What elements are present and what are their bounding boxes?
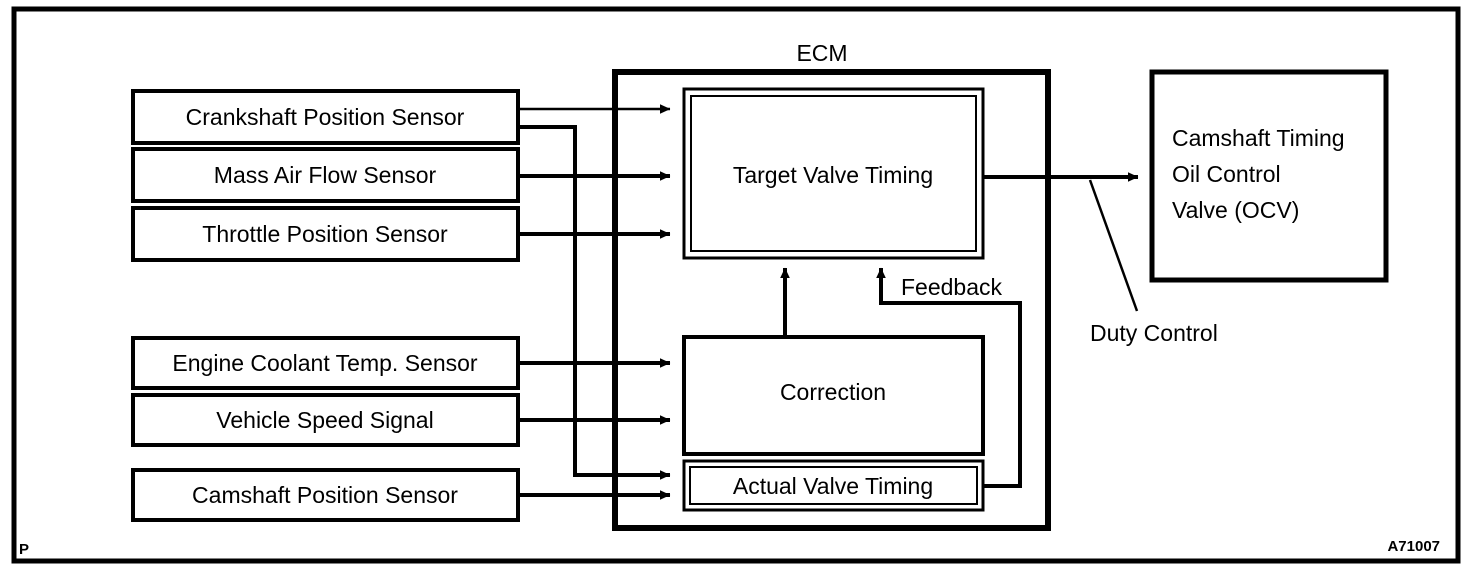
block-label: Correction (780, 379, 886, 405)
sensor-group-upper: Crankshaft Position Sensor Mass Air Flow… (131, 89, 520, 262)
duty-control-label: Duty Control (1090, 320, 1218, 346)
feedback-label: Feedback (901, 274, 1003, 300)
actuator-box-camshaft-timing-oil-control-valve[interactable]: Camshaft Timing Oil Control Valve (OCV) (1149, 69, 1389, 283)
actuator-label-line3: Valve (OCV) (1172, 197, 1299, 223)
actuator-label-line2: Oil Control (1172, 161, 1281, 187)
signal-wires-lower (518, 358, 671, 500)
ecm-output-wires: Duty Control (983, 172, 1218, 346)
sensor-box-engine-coolant-temp-sensor[interactable]: Engine Coolant Temp. Sensor (131, 336, 520, 390)
block-label: Target Valve Timing (733, 162, 933, 188)
sensor-label: Camshaft Position Sensor (192, 482, 458, 508)
sensor-box-outline (131, 393, 520, 447)
page-marker: P (19, 541, 29, 558)
ecm-internal-wires: Feedback (780, 267, 1022, 488)
duty-control-leader-line (1088, 179, 1139, 312)
sensor-group-lower: Engine Coolant Temp. Sensor Vehicle Spee… (131, 336, 520, 522)
sensor-box-mass-air-flow-sensor[interactable]: Mass Air Flow Sensor (131, 147, 520, 203)
sensor-label: Engine Coolant Temp. Sensor (172, 350, 477, 376)
wire-feedback-actual-to-target (876, 267, 1022, 488)
actuator-box-outline (1149, 69, 1389, 283)
sensor-box-camshaft-position-sensor[interactable]: Camshaft Position Sensor (131, 468, 520, 522)
signal-wires-upper (518, 104, 671, 480)
sensor-box-outline (131, 468, 520, 522)
sensor-label: Vehicle Speed Signal (216, 407, 433, 433)
sensor-box-throttle-position-sensor[interactable]: Throttle Position Sensor (131, 206, 520, 262)
block-label: Actual Valve Timing (733, 473, 933, 499)
actual-valve-timing-inner-border (689, 466, 978, 505)
actuator-label-line1: Camshaft Timing (1172, 125, 1345, 151)
sensor-label: Crankshaft Position Sensor (186, 104, 465, 130)
wire-crankshaft-branch-to-actual (518, 125, 671, 480)
outer-frame (11, 6, 1461, 564)
sensor-box-vehicle-speed-signal[interactable]: Vehicle Speed Signal (131, 393, 520, 447)
target-valve-timing-inner-border (690, 95, 977, 252)
figure-code: A71007 (1387, 538, 1440, 555)
sensor-box-outline (131, 336, 520, 390)
block-actual-valve-timing[interactable]: Actual Valve Timing (682, 459, 985, 512)
sensor-label: Throttle Position Sensor (202, 221, 448, 247)
correction-border (682, 335, 985, 456)
block-target-valve-timing[interactable]: Target Valve Timing (682, 87, 985, 260)
sensor-label: Mass Air Flow Sensor (214, 162, 437, 188)
ecm-title: ECM (796, 40, 847, 66)
block-correction[interactable]: Correction (682, 335, 985, 456)
sensor-box-outline (131, 147, 520, 203)
sensor-box-outline (131, 89, 520, 145)
sensor-box-crankshaft-position-sensor[interactable]: Crankshaft Position Sensor (131, 89, 520, 145)
